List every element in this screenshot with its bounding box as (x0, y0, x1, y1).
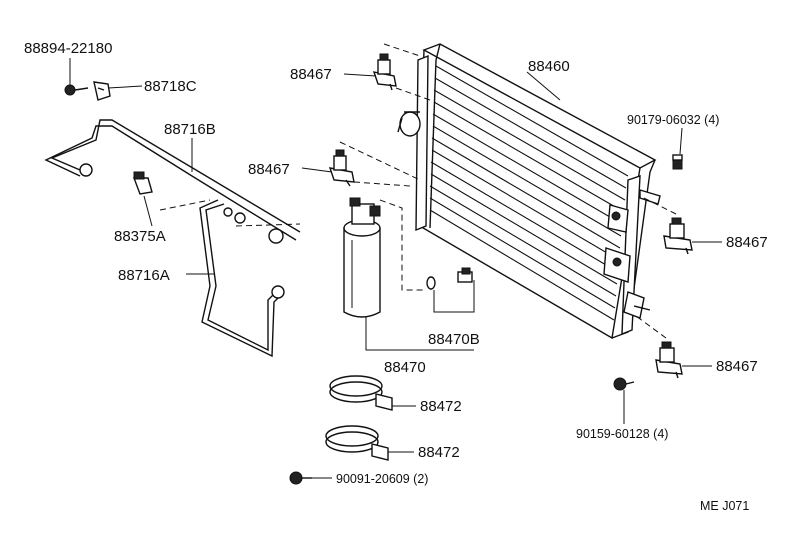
bracket-88467-low (655, 341, 683, 379)
label-clamp-88472-top: 88472 (420, 398, 462, 415)
condenser-core (397, 43, 661, 340)
label-bracket-88467-mid: 88467 (248, 161, 290, 178)
receiver-dryer (343, 197, 381, 318)
label-bolt-90159: 90159-60128 (4) (576, 427, 668, 441)
o-ring (426, 276, 436, 290)
pressure-switch-88375a (132, 171, 153, 195)
label-condenser-88460: 88460 (528, 58, 570, 75)
tube-88716b (44, 119, 301, 244)
figure-code: ME J071 (700, 499, 749, 513)
bolt-90091 (289, 471, 312, 485)
label-clamp-88472-bottom: 88472 (418, 444, 460, 461)
label-bolt-88894: 88894-22180 (24, 40, 112, 57)
label-bracket-88467-top: 88467 (290, 66, 332, 83)
label-bracket-88467-right: 88467 (726, 234, 768, 251)
bracket-88467-mid (328, 149, 355, 187)
nut-90179 (672, 154, 683, 170)
label-receiver-88470: 88470 (384, 359, 426, 376)
fitting-88718c (93, 81, 111, 101)
label-bolt-90091: 90091-20609 (2) (336, 472, 428, 486)
label-tube-88716a: 88716A (118, 267, 170, 284)
label-nut-90179: 90179-06032 (4) (627, 113, 719, 127)
label-bracket-88467-low: 88467 (716, 358, 758, 375)
tube-88716a (199, 199, 285, 358)
label-switch-88375a: 88375A (114, 228, 166, 245)
label-fitting-88718c: 88718C (144, 78, 197, 95)
label-tube-88716b: 88716B (164, 121, 216, 138)
label-plug-88470b: 88470B (428, 331, 480, 348)
plug-88470b (457, 267, 473, 283)
bracket-88467-top (372, 53, 397, 91)
bolt-88894 (64, 84, 89, 96)
clamp-88472-bottom (325, 425, 389, 461)
leader-lines (69, 58, 722, 479)
bracket-dashed-guides (159, 43, 677, 339)
bolt-90159 (613, 377, 635, 391)
clamp-88472-top (329, 375, 393, 411)
bracket-88467-right (663, 217, 693, 255)
